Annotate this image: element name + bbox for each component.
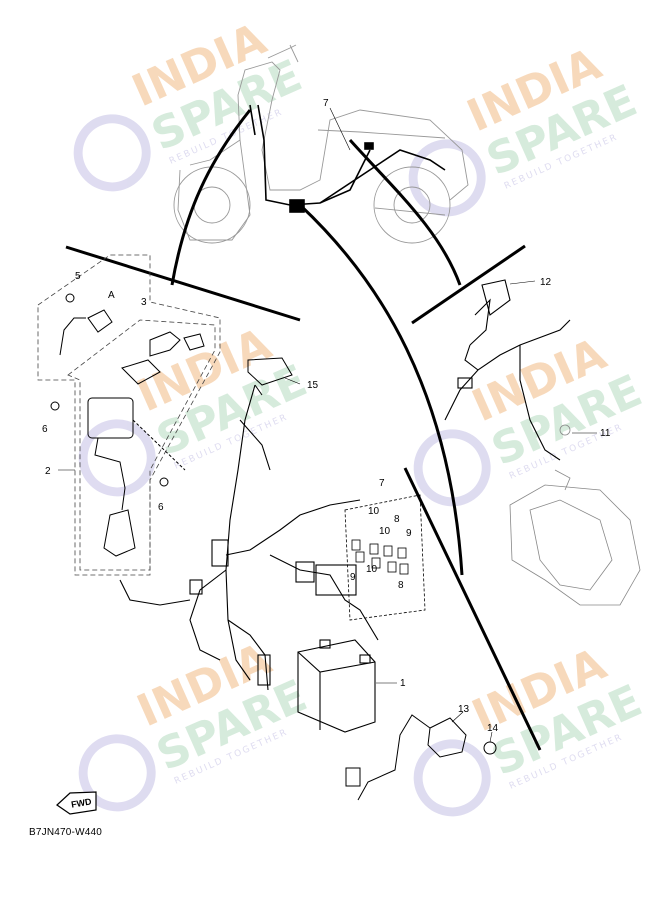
sensor-13 [345,714,497,801]
right-harness [444,279,571,461]
callout-7-top: 7 [323,98,329,109]
callout-2: 2 [45,466,51,477]
ignition-connector [103,509,136,557]
callout-3: 3 [141,297,147,308]
watermark-top-left: INDIA SPARE REBUILD TOGETHER [73,14,309,192]
harness-connector-a [189,579,203,595]
lock-cylinder [121,359,161,385]
screw-6-right [159,477,169,487]
callout-a: A [108,290,115,301]
callout-1: 1 [400,678,406,689]
harness-connector-b [257,654,271,686]
watermark-logo-icon [413,739,491,817]
fuse-block [344,494,426,621]
callout-5: 5 [75,271,81,282]
key-icon [149,331,205,357]
screw-6-left [50,401,60,411]
harness-connector-d [295,561,315,583]
callout-11: 11 [600,428,611,439]
watermark-logo-icon [73,114,151,192]
watermark-logo-icon [78,734,156,812]
harness-connector-e [315,564,357,596]
forward-arrow-icon: FWD [56,791,97,815]
relay-15 [247,357,293,396]
scooter-harness [249,104,446,213]
ignition-body [87,397,134,439]
callout-8-b: 8 [398,580,404,591]
leader-lines [58,107,597,743]
callout-10-c: 10 [366,564,378,575]
ignition-parts [50,293,205,557]
ignition-switch-group [37,254,221,576]
watermark-middle-left: INDIA SPARE REBUILD TOGETHER [78,319,314,497]
screw-5 [65,293,75,303]
callout-10-b: 10 [379,526,391,537]
callout-14: 14 [487,723,499,734]
part-code: B7JN470-W440 [29,827,102,838]
battery [297,639,376,733]
watermark-middle-right: INDIA SPARE REBUILD TOGETHER [413,329,649,507]
watermark-bottom-left: INDIA SPARE REBUILD TOGETHER [78,634,314,812]
main-wire-harness [119,384,379,691]
callout-12: 12 [540,277,552,288]
callout-15: 15 [307,380,319,391]
callout-10-a: 10 [368,506,380,517]
callout-6-right: 6 [158,502,164,513]
harness-connector-c [211,539,229,567]
watermark-top-right: INDIA SPARE REBUILD TOGETHER [408,39,644,217]
watermark-bottom-right: INDIA SPARE REBUILD TOGETHER [413,639,649,817]
view-separator-lines [65,109,542,751]
engine-outline [509,424,641,606]
watermark-logo-icon [78,419,156,497]
callout-13: 13 [458,704,470,715]
ignition-wire [94,437,126,511]
callout-9-b: 9 [350,572,356,583]
cover-a-bracket [59,317,86,356]
callout-6-left: 6 [42,424,48,435]
fwd-label: FWD [70,796,92,809]
watermark-logo-icon [408,139,486,217]
callout-8-a: 8 [394,514,400,525]
cover-a [87,309,113,333]
callout-7-fuse: 7 [379,478,385,489]
callout-9-a: 9 [406,528,412,539]
